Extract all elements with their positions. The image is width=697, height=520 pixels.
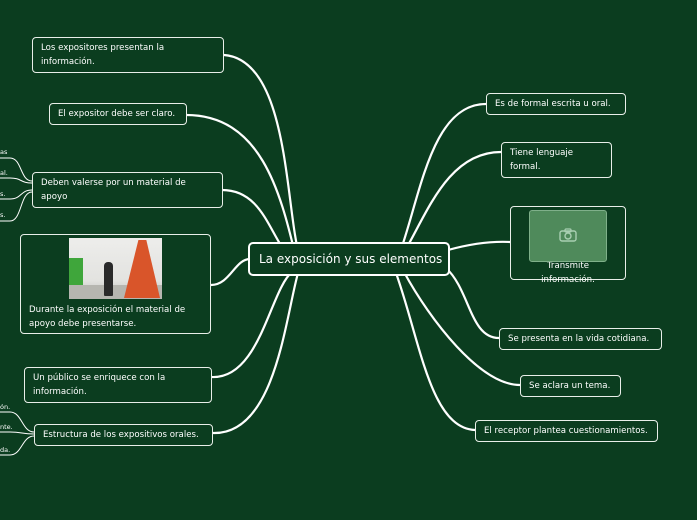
central-topic-label: La exposición y sus elementos — [259, 252, 443, 266]
subtopic-fragment[interactable]: as — [0, 148, 8, 156]
topic-label: Se presenta en la vida cotidiana. — [508, 334, 650, 344]
connector-right-6 — [394, 271, 477, 432]
sub-connector — [0, 411, 35, 433]
topic-aclara-tema[interactable]: Se aclara un tema. — [520, 375, 621, 397]
topic-label: El expositor debe ser claro. — [58, 109, 176, 119]
topic-label: Tiene lenguaje formal. — [510, 148, 574, 172]
topic-durante-exposicion[interactable]: Durante la exposición el material de apo… — [20, 234, 211, 334]
sub-connector — [0, 177, 33, 184]
connector-right-3 — [446, 240, 512, 252]
connector-right-1 — [396, 102, 488, 260]
topic-forma-escrita-oral[interactable]: Es de formal escrita u oral. — [486, 93, 626, 115]
connector-right-5 — [402, 270, 522, 387]
sub-connector — [0, 431, 35, 435]
topic-receptor-cuestionamientos[interactable]: El receptor plantea cuestionamientos. — [475, 420, 658, 442]
topic-material-apoyo[interactable]: Deben valerse por un material de apoyo — [32, 172, 223, 208]
subtopic-fragment[interactable]: al. — [0, 169, 8, 177]
topic-transmite-informacion[interactable]: Transmite información. — [510, 206, 626, 285]
connector-right-4 — [444, 266, 501, 340]
subtopic-fragment[interactable]: ón. — [0, 403, 11, 411]
photo-person — [104, 262, 113, 296]
connector-left-6 — [211, 271, 300, 435]
connector-left-2 — [184, 113, 298, 260]
connector-left-5 — [209, 270, 294, 379]
topic-label: Durante la exposición el material de apo… — [29, 305, 186, 329]
topic-lenguaje-formal[interactable]: Tiene lenguaje formal. — [501, 142, 612, 178]
central-topic[interactable]: La exposición y sus elementos — [248, 242, 450, 276]
sub-connector — [0, 435, 35, 456]
connector-left-1 — [222, 53, 302, 260]
topic-expositores[interactable]: Los expositores presentan la información… — [32, 37, 224, 73]
topic-label: Es de formal escrita u oral. — [495, 99, 611, 109]
topic-label: Estructura de los expositivos orales. — [43, 430, 199, 440]
topic-label: Deben valerse por un material de apoyo — [41, 178, 186, 202]
subtopic-fragment[interactable]: s. — [0, 211, 6, 219]
connector-left-4 — [209, 257, 252, 287]
topic-label: El receptor plantea cuestionamientos. — [484, 426, 648, 436]
exhibition-photo — [69, 238, 162, 299]
topic-expositor-claro[interactable]: El expositor debe ser claro. — [49, 103, 187, 125]
topic-label: Se aclara un tema. — [529, 381, 611, 391]
topic-publico[interactable]: Un público se enriquece con la informaci… — [24, 367, 212, 403]
sub-connector — [0, 157, 33, 182]
topic-label: Un público se enriquece con la informaci… — [33, 373, 166, 397]
sub-connector — [0, 191, 33, 222]
topic-label: Los expositores presentan la información… — [41, 43, 165, 67]
sub-connector — [0, 189, 33, 200]
topic-label: Transmite información. — [541, 261, 595, 285]
subtopic-fragment[interactable]: s. — [0, 190, 6, 198]
image-placeholder — [529, 210, 607, 262]
topic-estructura[interactable]: Estructura de los expositivos orales. — [34, 424, 213, 446]
camera-icon — [559, 227, 577, 245]
subtopic-fragment[interactable]: da. — [0, 446, 11, 454]
subtopic-fragment[interactable]: nte. — [0, 423, 13, 431]
topic-vida-cotidiana[interactable]: Se presenta en la vida cotidiana. — [499, 328, 662, 350]
photo-orange-curtain — [124, 240, 160, 298]
